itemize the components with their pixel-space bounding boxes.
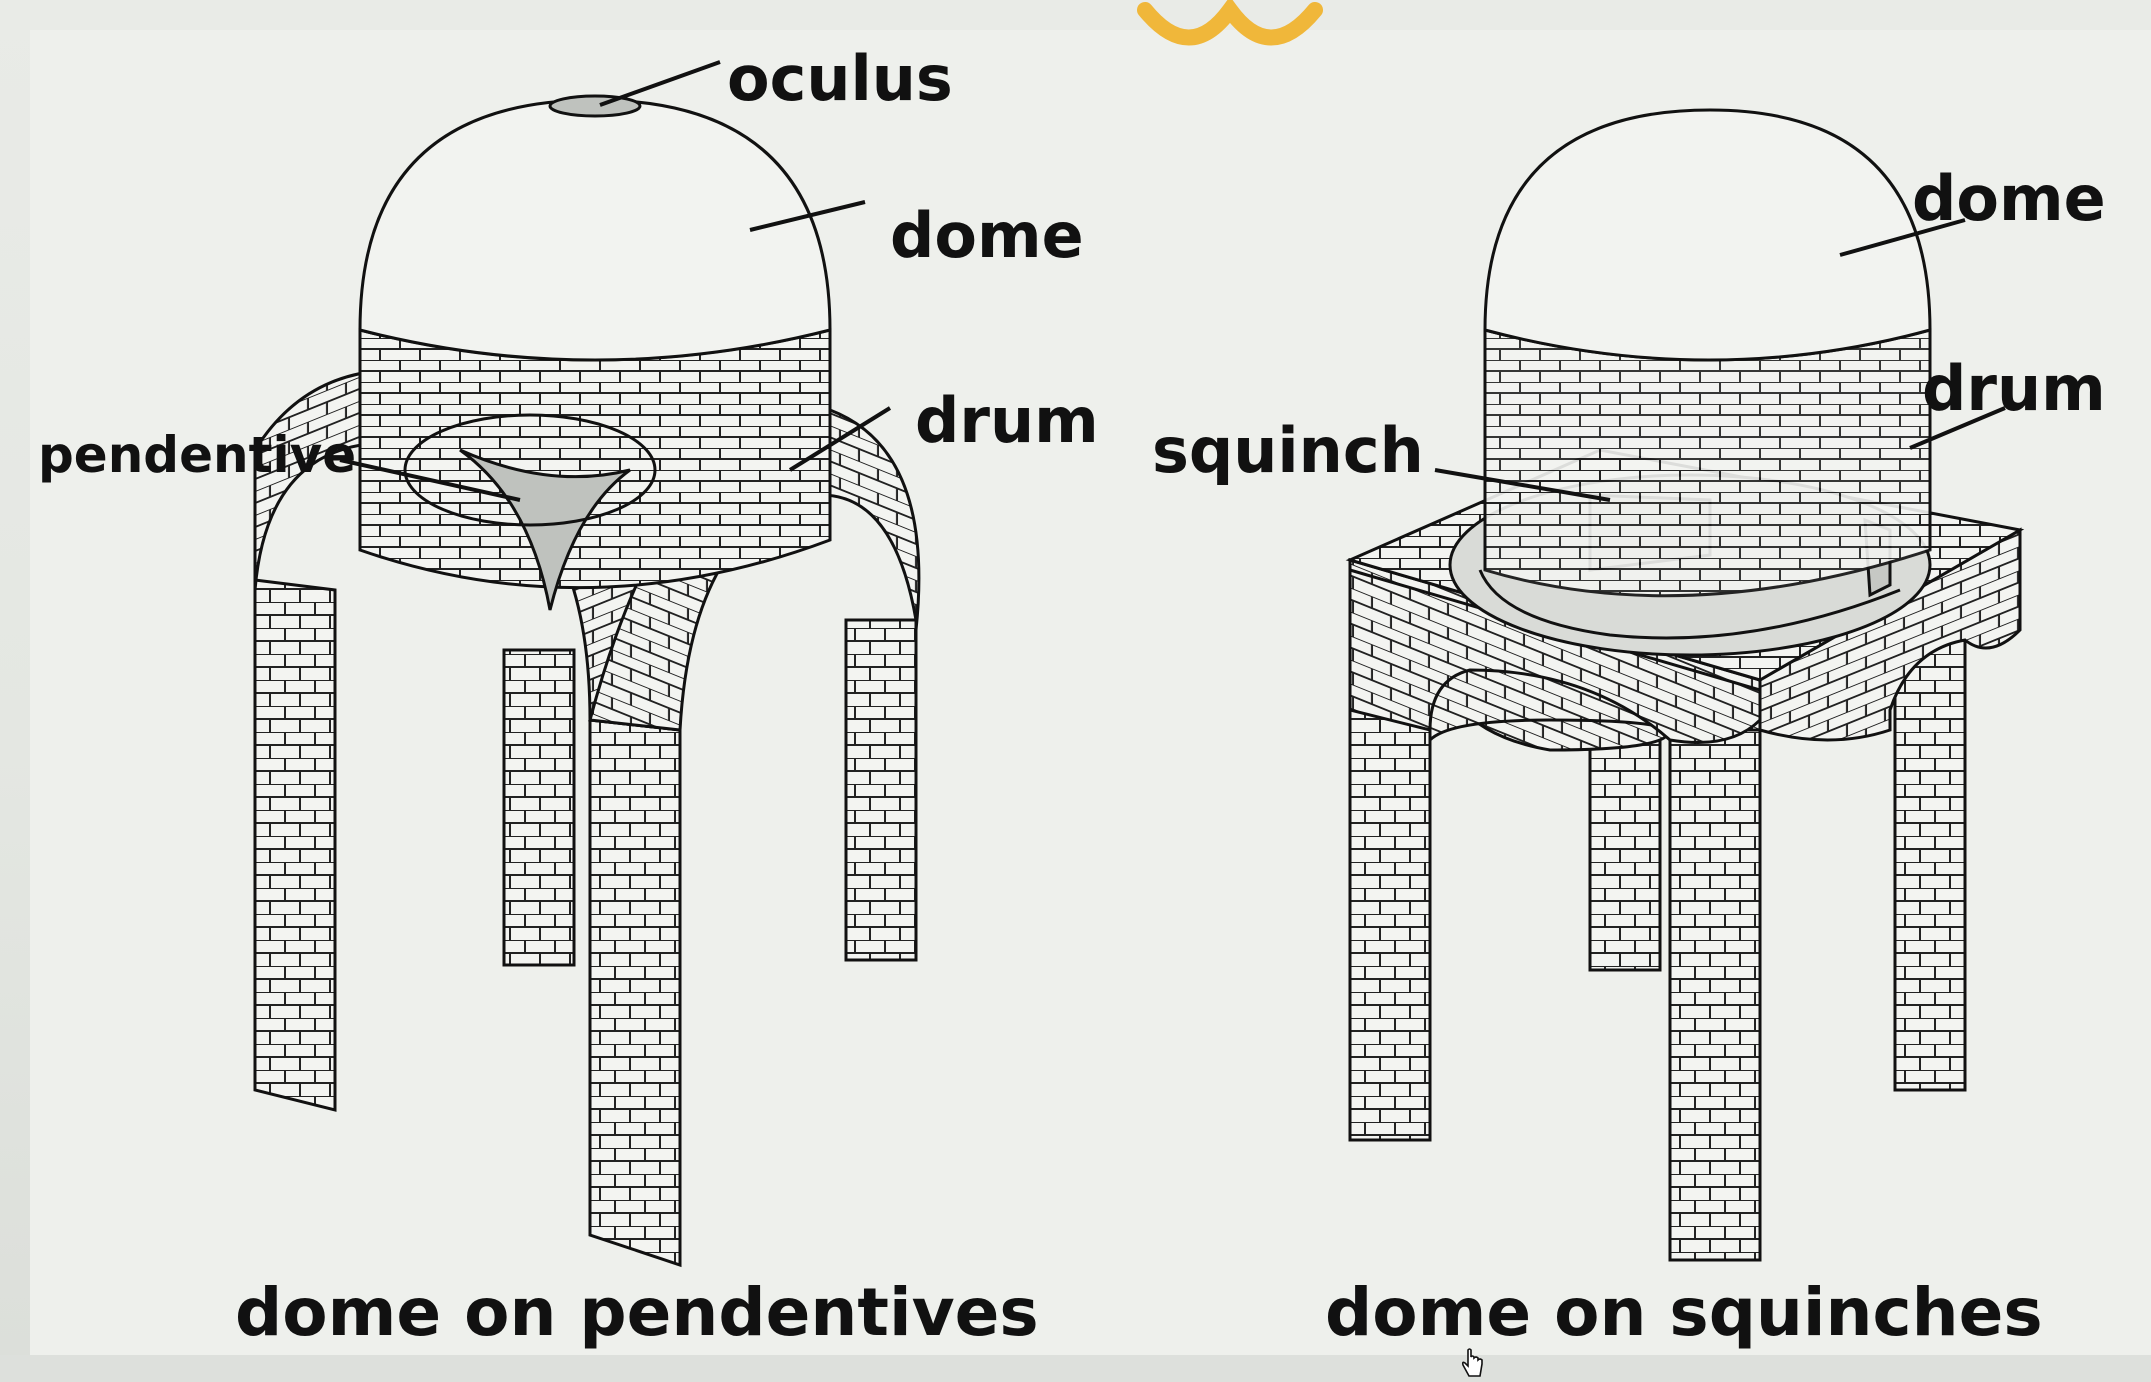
dome-left — [358, 98, 832, 362]
leg-squinch-front — [1668, 728, 1762, 1262]
diagram-panel: oculus dome drum pendentive dome drum sq… — [30, 0, 2151, 1377]
oculus-shape — [548, 94, 642, 118]
logo-fragment — [1137, 0, 1323, 46]
drum-right — [1483, 328, 1932, 598]
squinch-structure — [1345, 108, 2025, 1262]
label-pendentive: pendentive — [38, 426, 357, 484]
label-drum-right: drum — [1922, 352, 2106, 425]
label-squinch: squinch — [1152, 414, 1424, 487]
architecture-diagram — [253, 60, 2025, 1268]
caption-squinches: dome on squinches — [1325, 1274, 2043, 1351]
label-dome-left: dome — [890, 199, 1084, 272]
dome-right — [1483, 108, 1932, 362]
drum-left — [358, 328, 832, 590]
label-drum-left: drum — [915, 384, 1099, 457]
leg-left — [253, 578, 337, 1112]
leg-right — [844, 618, 918, 962]
pendentive-shape — [459, 448, 631, 611]
pendentive-structure — [253, 94, 921, 1268]
label-dome-right: dome — [1912, 162, 2106, 235]
label-oculus: oculus — [727, 42, 953, 115]
leader-lines-left — [339, 60, 892, 502]
hand-cursor-icon — [1461, 1348, 1483, 1377]
leader-lines-right — [1434, 218, 2006, 502]
caption-pendentives: dome on pendentives — [235, 1274, 1039, 1351]
leg-front — [588, 718, 682, 1268]
